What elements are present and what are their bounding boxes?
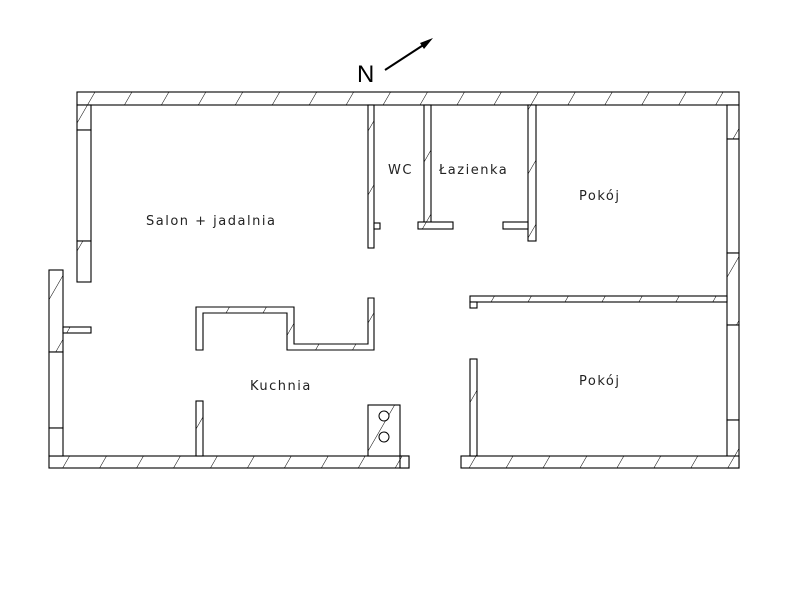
- wall-pokoj-lower: [469, 358, 478, 457]
- room-label-kuchnia: Kuchnia: [250, 379, 312, 394]
- north-label: N: [357, 61, 374, 88]
- wall-foot: [417, 221, 454, 230]
- wall-kitchen-left: [195, 400, 204, 457]
- window-left-upper: [76, 129, 92, 242]
- outer-wall-left-pier: [76, 240, 92, 283]
- room-label-pokoj-2: Pokój: [579, 374, 620, 389]
- outer-wall-right-pier: [726, 104, 740, 140]
- outer-wall-left-pier: [48, 427, 64, 457]
- window-left-lower: [48, 351, 64, 429]
- room-label-wc: WC: [388, 163, 413, 178]
- outer-wall-left-bay: [48, 269, 64, 353]
- wall-nub: [62, 326, 92, 334]
- vent-circle-icon: [378, 410, 390, 422]
- wall-between-pokoje: [469, 295, 728, 303]
- outer-wall-bottom-left: [48, 455, 410, 469]
- outer-wall-left-pier: [76, 104, 92, 131]
- room-label-pokoj-1: Pokój: [579, 189, 620, 204]
- wall-foot: [502, 221, 529, 230]
- kitchen-partition: [195, 297, 375, 351]
- wall-nub: [399, 455, 410, 469]
- arrow-head-icon: [420, 38, 433, 49]
- window-right-lower: [726, 324, 740, 421]
- window-right-upper: [726, 138, 740, 254]
- wall-nub: [373, 222, 381, 230]
- wall-nub: [469, 301, 478, 309]
- vent-circle-icon: [378, 431, 390, 443]
- room-label-salon: Salon + jadalnia: [146, 214, 276, 229]
- north-arrow: [384, 38, 433, 71]
- outer-wall-bottom-right: [460, 455, 740, 469]
- outer-wall-right-pier: [726, 252, 740, 326]
- wall-salon-wc: [367, 104, 375, 249]
- wall-lazienka-pokoj: [527, 104, 537, 242]
- wall-wc-lazienka: [423, 104, 432, 224]
- room-label-lazienka: Łazienka: [438, 163, 508, 178]
- outer-wall-top: [76, 91, 740, 106]
